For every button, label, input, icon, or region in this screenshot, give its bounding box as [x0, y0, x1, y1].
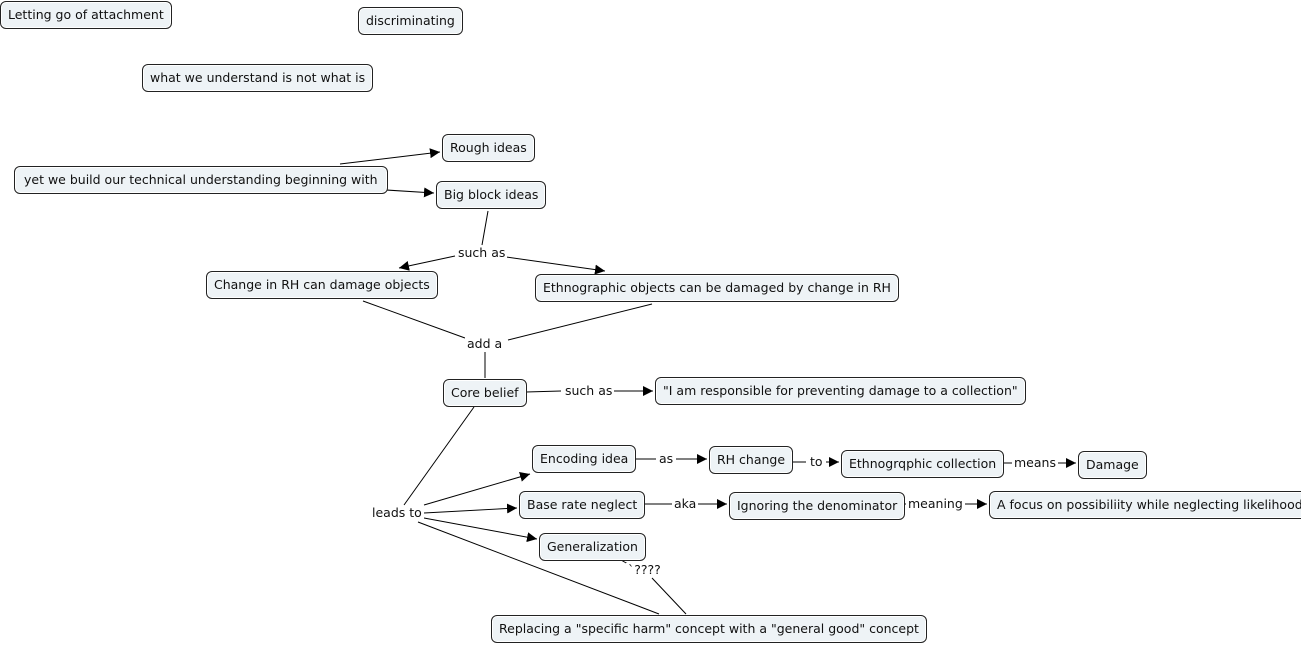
node-discriminating[interactable]: discriminating — [358, 7, 463, 35]
link-leads-to[interactable]: leads to — [370, 505, 424, 520]
link-means[interactable]: means — [1012, 455, 1058, 470]
node-letting-go[interactable]: Letting go of attachment — [0, 1, 172, 29]
node-understanding[interactable]: what we understand is not what is — [142, 64, 374, 92]
edge-leadsto-generalization — [423, 517, 538, 543]
node-ethnographic-collection[interactable]: Ethnogrqphic collection — [841, 450, 1005, 478]
node-damage[interactable]: Damage — [1078, 451, 1147, 479]
link-question-marks[interactable]: `???? — [626, 562, 663, 577]
node-replacing-concept[interactable]: Replacing a "specific harm" concept with… — [491, 615, 927, 643]
edge-qqqq-replacing — [651, 577, 687, 615]
node-base-rate-neglect[interactable]: Base rate neglect — [519, 491, 646, 519]
node-focus-possibility[interactable]: A focus on possibiliity while neglecting… — [989, 491, 1301, 519]
edge-suchas-changerh — [398, 255, 456, 271]
edge-leadsto-encoding — [423, 472, 531, 506]
node-generalization[interactable]: Generalization — [539, 533, 646, 561]
link-such-as-1[interactable]: such as — [456, 245, 508, 260]
node-core-belief[interactable]: Core belief — [443, 379, 527, 407]
edge-core-leadsto — [403, 406, 475, 506]
edge-bigblock-suchas — [481, 210, 489, 246]
node-ignoring-denominator[interactable]: Ignoring the denominator — [729, 492, 906, 520]
node-build-understanding[interactable]: yet we build our technical understanding… — [14, 166, 388, 194]
edge-ethno-adda — [507, 303, 653, 341]
link-meaning[interactable]: meaning — [906, 496, 965, 511]
link-aka[interactable]: aka — [672, 496, 699, 511]
node-ethnographic-objects[interactable]: Ethnographic objects can be damaged by c… — [535, 274, 899, 302]
edge-core-suchas — [525, 390, 562, 393]
node-rough-ideas[interactable]: Rough ideas — [442, 134, 535, 162]
edge-leadsto-replacing — [417, 521, 660, 615]
edge-changerh-adda — [362, 300, 466, 339]
link-such-as-2[interactable]: such as — [563, 383, 615, 398]
node-encoding-idea[interactable]: Encoding idea — [532, 445, 637, 473]
node-change-in-rh[interactable]: Change in RH can damage objects — [206, 271, 438, 299]
node-big-block-ideas[interactable]: Big block ideas — [436, 181, 547, 209]
node-responsible[interactable]: "I am responsible for preventing damage … — [655, 377, 1026, 405]
edge-suchas-ethno — [505, 256, 606, 275]
link-as[interactable]: as — [657, 451, 676, 466]
link-add-a[interactable]: add a — [465, 336, 505, 351]
edge-leadsto-baserate — [423, 503, 518, 514]
node-rh-change[interactable]: RH change — [709, 446, 794, 474]
link-to[interactable]: to — [808, 454, 825, 469]
edge-build-rough — [339, 148, 441, 165]
